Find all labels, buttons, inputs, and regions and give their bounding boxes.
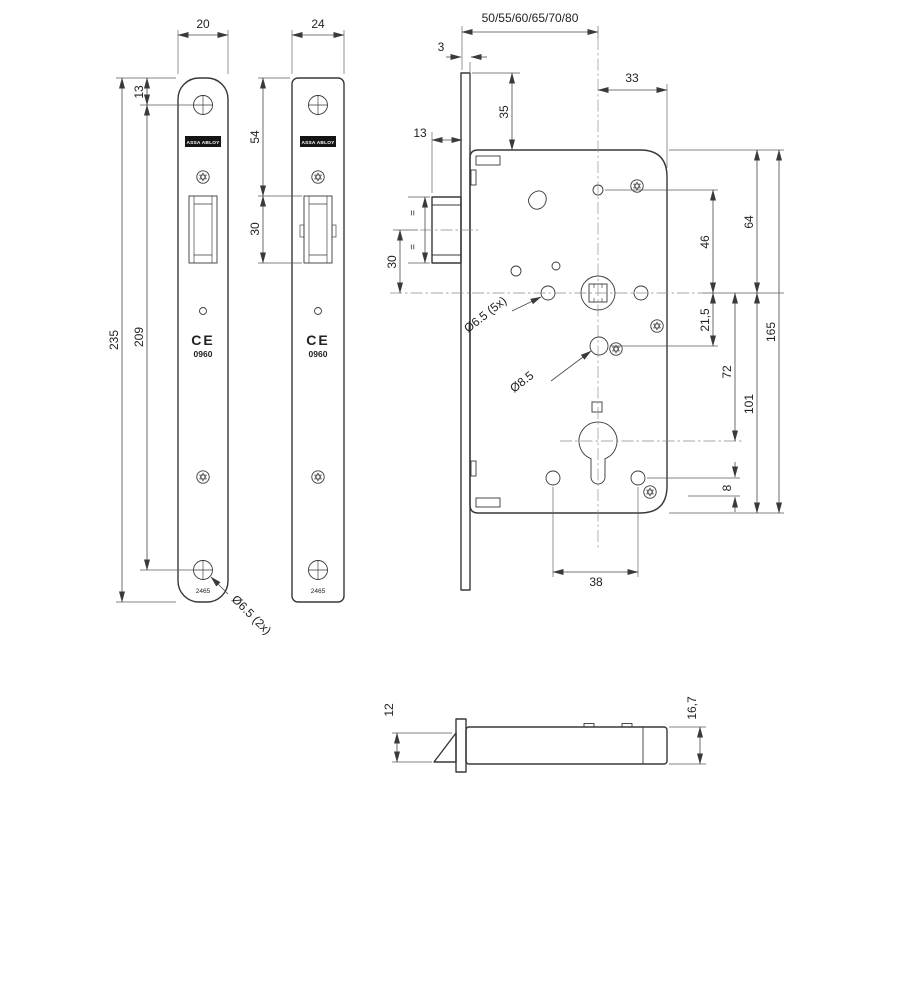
faceplate-narrow-view: ASSA ABLOY CE 0960 2465 20 235 13 209 Ø6… (107, 17, 274, 637)
faceplate-wide-outline (291, 77, 345, 603)
brand-plate (300, 136, 336, 147)
dim-latch-thickness: 12 (382, 703, 396, 717)
ce-number: 0960 (309, 349, 328, 359)
screw-hole-icon (308, 560, 328, 580)
dim-top-edge-to-hole: 13 (132, 85, 146, 99)
torx-screw-icon (643, 485, 657, 499)
model-number: 2465 (311, 588, 326, 595)
faceplate-wide-view: ASSA ABLOY CE 0960 2465 24 54 30 (248, 17, 345, 603)
dim-screw-spacing: 38 (589, 575, 603, 589)
torx-screw-icon (196, 170, 210, 184)
torx-screw-icon (196, 470, 210, 484)
equal-mark: = (408, 210, 419, 216)
dim-spindle-to-bottom: 101 (742, 394, 756, 414)
dim-faceplate-length: 235 (107, 330, 121, 350)
hole-note-5x: Ø6.5 (5x) (461, 294, 509, 336)
dim-edge-to-spindle: 64 (742, 215, 756, 229)
case-bottom-outline (465, 726, 668, 765)
torx-screw-icon (630, 179, 644, 193)
dim-spindle-to-hole: 21,5 (698, 308, 712, 332)
latch-cutout (299, 195, 337, 264)
model-number: 2465 (196, 588, 211, 595)
torx-screw-icon (311, 170, 325, 184)
torx-screw-icon (650, 319, 664, 333)
ce-mark: CE (191, 332, 214, 348)
dim-forend-top-to-case: 35 (497, 105, 511, 119)
euro-cylinder-profile (578, 421, 618, 485)
lock-case-outline (469, 149, 668, 514)
dim-top-to-latch: 54 (248, 130, 262, 144)
dim-spindle-to-edge: 33 (625, 71, 639, 85)
torx-screw-icon (609, 342, 623, 356)
equal-mark: = (408, 244, 419, 250)
screw-hole-icon (193, 560, 213, 580)
dim-screw-to-spindle: 46 (698, 235, 712, 249)
dim-case-thickness: 16,7 (685, 696, 699, 720)
torx-screw-icon (311, 470, 325, 484)
dim-faceplate-width: 20 (196, 17, 210, 31)
screw-hole-icon (193, 95, 213, 115)
hole-diameter-note: Ø6.5 (2x) (229, 592, 274, 637)
hole-8-5 (589, 336, 609, 356)
latch-cutout (188, 195, 218, 264)
hole-note-8-5: Ø8.5 (507, 368, 536, 395)
dim-backset-options: 50/55/60/65/70/80 (482, 11, 579, 25)
dim-bottom-offset: 8 (720, 484, 734, 491)
dim-latch-height: 30 (248, 222, 262, 236)
forend-bottom (455, 718, 467, 773)
dim-spindle-to-cylinder: 72 (720, 365, 734, 379)
lock-bottom-view: 12 16,7 (382, 696, 706, 773)
fixing-hole (630, 470, 646, 486)
lock-case-front-view: 50/55/60/65/70/80 3 33 35 13 = = 30 46 2… (385, 11, 784, 591)
spring-cam (528, 190, 547, 210)
dim-hole-spacing: 209 (132, 327, 146, 347)
screw-hole-icon (308, 95, 328, 115)
ce-number: 0960 (194, 349, 213, 359)
brand-plate (185, 136, 221, 147)
small-hole (199, 307, 207, 315)
fixing-hole (545, 470, 561, 486)
dim-latch-to-spindle: 30 (385, 255, 399, 269)
ce-mark: CE (306, 332, 329, 348)
case-interior (470, 155, 664, 508)
dim-latch-protrusion: 13 (413, 126, 427, 140)
brand-label: ASSA ABLOY (186, 140, 220, 146)
dim-faceplate-width: 24 (311, 17, 325, 31)
small-hole (314, 307, 322, 315)
dim-forend-thickness: 3 (438, 40, 445, 54)
latch-bevel (433, 732, 457, 763)
dim-case-height: 165 (764, 322, 778, 342)
faceplate-narrow-outline (177, 77, 229, 603)
brand-label: ASSA ABLOY (301, 140, 335, 146)
